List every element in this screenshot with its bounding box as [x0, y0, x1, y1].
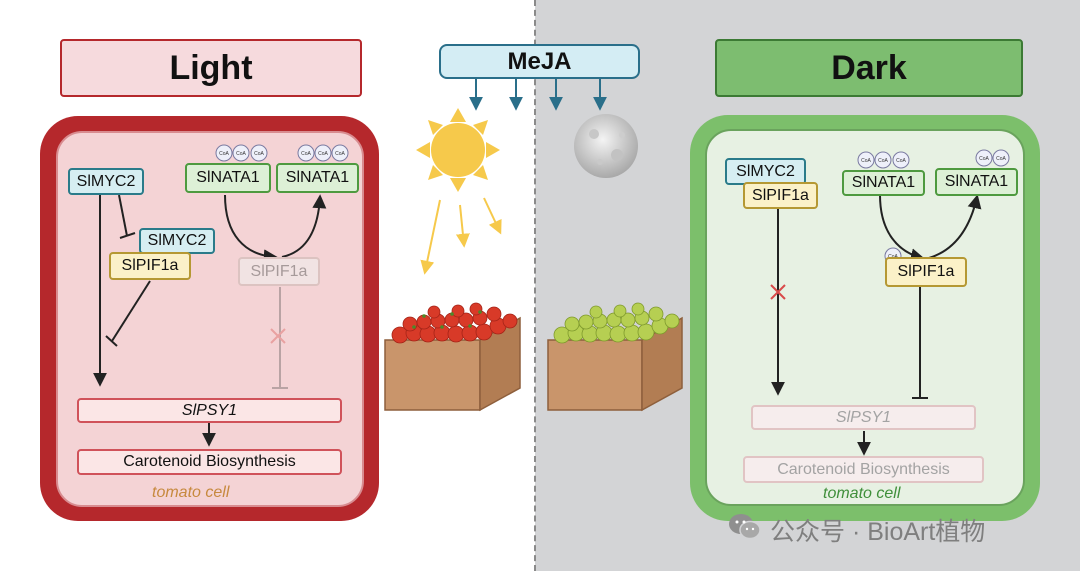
dark-slnata1-b: SlNATA1: [935, 168, 1018, 196]
dark-slnata1-a: SlNATA1: [842, 170, 925, 196]
meja-box: MeJA: [439, 44, 640, 79]
svg-text:CoA: CoA: [979, 156, 989, 162]
svg-text:CoA: CoA: [896, 158, 906, 164]
dark-slmyc2: SlMYC2: [725, 158, 806, 185]
svg-text:CoA: CoA: [219, 151, 229, 157]
light-slmyc2-complex: SlMYC2: [139, 228, 215, 254]
svg-text:CoA: CoA: [318, 151, 328, 157]
svg-text:CoA: CoA: [301, 151, 311, 157]
light-slpsy1: SlPSY1: [77, 398, 342, 423]
meja-arrows: [469, 79, 607, 111]
light-slnata1-a: SlNATA1: [185, 163, 271, 193]
light-title: Light: [60, 39, 362, 97]
light-slnata1-b: SlNATA1: [276, 163, 359, 193]
coa-marks-light: [215, 144, 349, 162]
wechat-icon: [728, 512, 762, 542]
dark-title: Dark: [715, 39, 1023, 97]
dark-cell-label: tomato cell: [823, 485, 901, 502]
svg-text:CoA: CoA: [335, 151, 345, 157]
coa-marks-dark: [857, 149, 1010, 265]
watermark-text: 公众号 · BioArt植物: [770, 518, 986, 546]
dark-carotenoid: Carotenoid Biosynthesis: [743, 456, 984, 483]
dashed-divider: [534, 0, 536, 571]
dark-slpsy1: SlPSY1: [751, 405, 976, 430]
light-cell-label: tomato cell: [152, 484, 230, 501]
light-slpif1a-complex: SlPIF1a: [109, 252, 191, 280]
sun-icon: [416, 108, 500, 192]
light-carotenoid: Carotenoid Biosynthesis: [77, 449, 342, 475]
red-tomato-crate: [384, 302, 521, 412]
svg-text:CoA: CoA: [861, 158, 871, 164]
svg-text:CoA: CoA: [254, 151, 264, 157]
svg-text:CoA: CoA: [236, 151, 246, 157]
dark-slpif1a: SlPIF1a: [885, 257, 967, 287]
green-tomato-crate: [547, 302, 683, 412]
light-slmyc2: SlMYC2: [68, 168, 144, 195]
dark-slpif1a-complex: SlPIF1a: [743, 182, 818, 209]
svg-text:CoA: CoA: [996, 156, 1006, 162]
moon-icon: [574, 114, 638, 178]
light-slpif1a-faded: SlPIF1a: [238, 257, 320, 286]
svg-text:CoA: CoA: [878, 158, 888, 164]
